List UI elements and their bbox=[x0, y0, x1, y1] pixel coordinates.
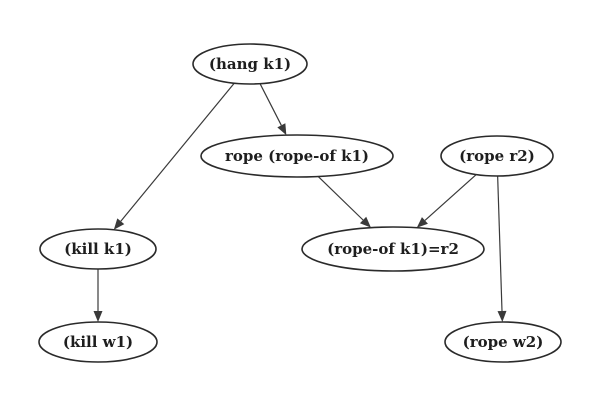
node-ellipse bbox=[192, 43, 308, 85]
arrowhead-icon bbox=[359, 216, 371, 228]
node-label: (rope w2) bbox=[463, 333, 544, 351]
node-label: (hang k1) bbox=[209, 55, 291, 73]
edge-line bbox=[120, 82, 235, 222]
arrowhead-icon bbox=[93, 311, 103, 322]
edges-layer bbox=[93, 82, 507, 323]
node-rope-r2: (rope r2) bbox=[440, 135, 554, 177]
edge-kill_k1-to-kill_w1 bbox=[93, 269, 103, 322]
node-label: (kill k1) bbox=[64, 240, 132, 258]
edge-hang-to-kill_k1 bbox=[113, 82, 235, 230]
edge-rope_of-to-eq bbox=[317, 176, 371, 228]
node-eq: (rope-of k1)=r2 bbox=[301, 226, 485, 272]
edge-hang-to-rope_of bbox=[259, 83, 287, 136]
arrowhead-icon bbox=[277, 123, 287, 136]
nodes-layer: (hang k1) rope (rope-of k1) (rope r2) (kill… bbox=[38, 43, 562, 363]
edge-line bbox=[424, 174, 477, 221]
edge-line bbox=[259, 83, 282, 126]
node-label: rope (rope-of k1) bbox=[225, 147, 369, 165]
node-ellipse bbox=[440, 135, 554, 177]
node-kill-w1: (kill w1) bbox=[38, 321, 158, 363]
node-rope-w2: (rope w2) bbox=[444, 321, 562, 363]
edge-rope_r2-to-eq bbox=[416, 174, 477, 228]
edge-line bbox=[497, 175, 503, 312]
node-rope-of: rope (rope-of k1) bbox=[200, 134, 394, 178]
arrowhead-icon bbox=[113, 218, 125, 230]
edge-rope_r2-to-rope_w2 bbox=[497, 175, 507, 323]
node-ellipse bbox=[301, 226, 485, 272]
arrowhead-icon bbox=[416, 217, 428, 228]
edge-line bbox=[317, 176, 364, 221]
node-ellipse bbox=[39, 228, 157, 270]
arrowhead-icon bbox=[497, 310, 507, 323]
node-ellipse bbox=[444, 321, 562, 363]
node-label: (rope-of k1)=r2 bbox=[327, 240, 459, 258]
node-kill-k1: (kill k1) bbox=[39, 228, 157, 270]
node-label: (rope r2) bbox=[459, 147, 535, 165]
node-label: (kill w1) bbox=[63, 333, 133, 351]
node-ellipse bbox=[38, 321, 158, 363]
node-hang: (hang k1) bbox=[192, 43, 308, 85]
node-ellipse bbox=[200, 134, 394, 178]
